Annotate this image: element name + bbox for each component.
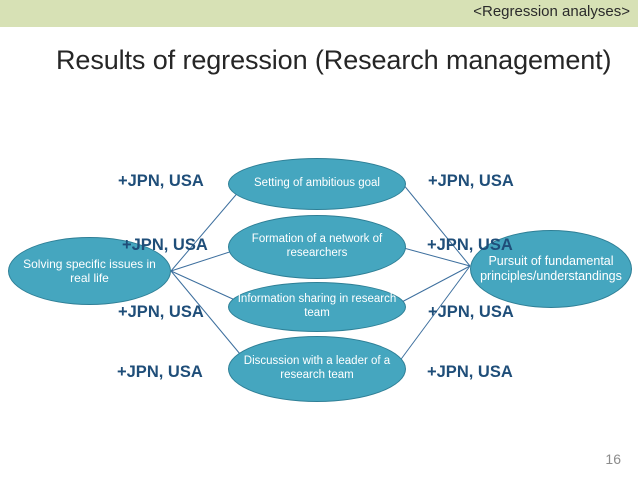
header-section-label: <Regression analyses> <box>473 3 630 20</box>
node-discussion-with-leader[interactable]: Discussion with a leader of a research t… <box>228 336 406 402</box>
coefficient-label-right-3: +JPN, USA <box>427 363 513 381</box>
coefficient-label-right-1: +JPN, USA <box>427 236 513 254</box>
coefficient-label-left-0: +JPN, USA <box>118 172 204 190</box>
node-pursuit-of-fundamental-principles[interactable]: Pursuit of fundamental principles/unders… <box>470 230 632 308</box>
node-setting-of-ambitious-goal[interactable]: Setting of ambitious goal <box>228 158 406 210</box>
page-title: Results of regression (Research manageme… <box>56 45 612 75</box>
node-mid-3-label: Discussion with a leader of a research t… <box>243 355 391 381</box>
node-formation-of-network[interactable]: Formation of a network of researchers <box>228 215 406 279</box>
node-solving-specific-issues[interactable]: Solving specific issues in real life <box>8 237 171 305</box>
node-mid-0-label: Setting of ambitious goal <box>254 177 380 190</box>
coefficient-label-left-2: +JPN, USA <box>118 303 204 321</box>
connector-right-0 <box>397 177 471 267</box>
coefficient-label-right-2: +JPN, USA <box>428 303 514 321</box>
connector-right-2 <box>397 265 471 305</box>
node-mid-2-label: Information sharing in research team <box>237 293 397 319</box>
node-right-label: Pursuit of fundamental principles/unders… <box>480 254 622 283</box>
coefficient-label-left-1: +JPN, USA <box>122 236 208 254</box>
node-left-label: Solving specific issues in real life <box>23 256 156 285</box>
page-number: 16 <box>605 451 621 467</box>
connector-left-3 <box>170 270 251 367</box>
coefficient-label-left-3: +JPN, USA <box>117 363 203 381</box>
coefficient-label-right-0: +JPN, USA <box>428 172 514 190</box>
connector-right-1 <box>399 246 471 267</box>
node-information-sharing[interactable]: Information sharing in research team <box>228 282 406 332</box>
header-band <box>0 0 638 27</box>
connector-right-3 <box>395 265 471 367</box>
node-mid-1-label: Formation of a network of researchers <box>251 233 383 259</box>
